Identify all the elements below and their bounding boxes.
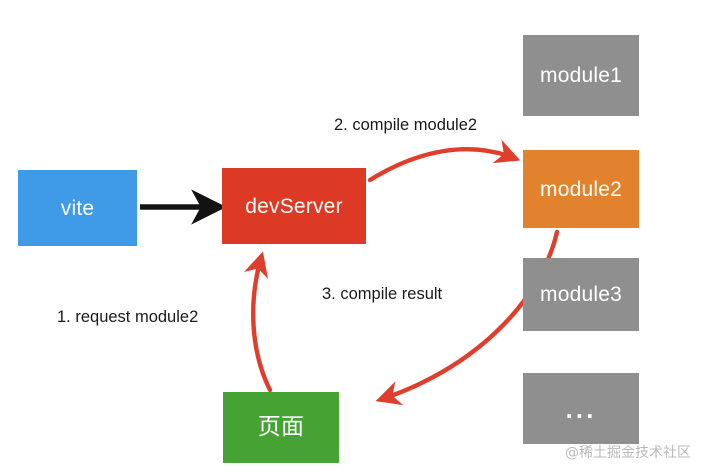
- edge-label-step3: 3. compile result: [322, 285, 443, 303]
- node-module1[interactable]: module1: [523, 35, 639, 116]
- node-module2[interactable]: module2: [523, 150, 639, 228]
- node-page-label: 页面: [257, 414, 305, 440]
- node-more-label: ...: [565, 393, 597, 424]
- edge-page-to-devserver: [243, 251, 273, 393]
- edge-devserver-to-module2: [367, 139, 521, 183]
- node-devserver-label: devServer: [245, 194, 343, 218]
- node-module3-label: module3: [540, 283, 622, 306]
- node-devserver[interactable]: devServer: [222, 168, 366, 244]
- watermark: @稀土掘金技术社区: [565, 445, 691, 461]
- node-module1-label: module1: [540, 64, 622, 87]
- node-more[interactable]: ...: [523, 373, 639, 444]
- node-module3[interactable]: module3: [523, 258, 639, 331]
- node-page[interactable]: 页面: [223, 392, 339, 463]
- edge-label-step2: 2. compile module2: [334, 116, 478, 134]
- edge-label-step1: 1. request module2: [57, 308, 199, 326]
- node-vite[interactable]: vite: [18, 170, 137, 246]
- node-module2-label: module2: [540, 177, 622, 201]
- node-vite-label: vite: [60, 196, 95, 220]
